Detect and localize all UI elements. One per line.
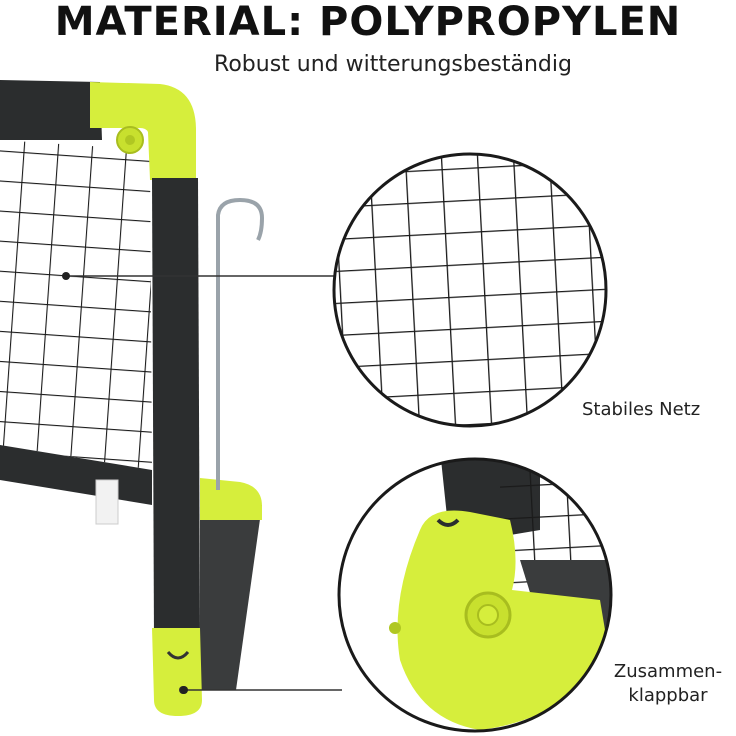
net-zoom-circle: [332, 152, 608, 428]
page-title: MATERIAL: POLYPROPYLEN: [54, 0, 682, 45]
fold-label: Zusammen- klappbar: [600, 660, 736, 708]
goal-post: [152, 178, 200, 640]
post-bottom-cap: [152, 628, 202, 716]
net-label: Stabiles Netz: [582, 399, 701, 420]
fold-zoom-circle: [337, 457, 613, 733]
fold-label-line1: Zusammen-: [613, 661, 723, 682]
goal-net: [0, 140, 152, 470]
net-callout-dot: [62, 272, 70, 280]
ce-label: [95, 479, 119, 525]
base-connector: [200, 478, 262, 520]
fold-callout-dot: [180, 686, 188, 694]
side-fabric: [200, 500, 262, 690]
top-crossbar: [0, 80, 102, 140]
page-subtitle: Robust und witterungsbeständig: [214, 52, 572, 77]
fold-label-line2: klappbar: [628, 685, 708, 706]
top-corner-connector: [90, 82, 196, 180]
ground-hook: [216, 197, 265, 490]
